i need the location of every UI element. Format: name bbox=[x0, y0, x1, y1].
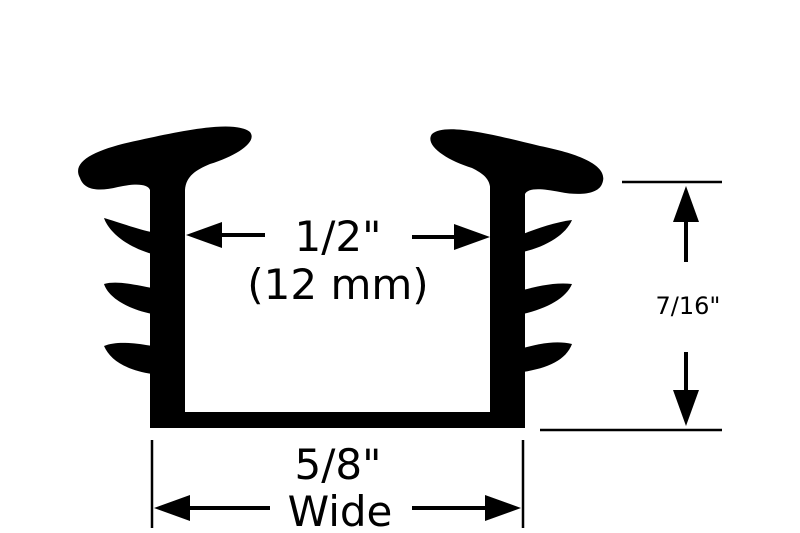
left-fin-3 bbox=[104, 342, 152, 374]
trim-profile bbox=[78, 126, 604, 428]
inner-width-metric-label: (12 mm) bbox=[247, 260, 428, 309]
left-top-lip bbox=[78, 126, 252, 190]
channel-base bbox=[150, 412, 525, 428]
outer-width-arrow-left bbox=[154, 495, 190, 521]
height-arrow-top bbox=[673, 186, 699, 222]
outer-width-dimension bbox=[150, 440, 525, 528]
inner-width-label: 1/2" bbox=[295, 212, 382, 261]
left-wall bbox=[150, 170, 185, 428]
outer-width-arrow-right bbox=[485, 495, 521, 521]
height-label: 7/16" bbox=[656, 292, 721, 320]
height-dimension bbox=[540, 180, 722, 432]
right-wall bbox=[490, 170, 525, 428]
inner-width-arrow-right bbox=[454, 224, 490, 250]
left-fin-2 bbox=[104, 282, 152, 314]
right-top-lip bbox=[430, 129, 604, 194]
left-fin-1 bbox=[104, 218, 152, 254]
right-fin-2 bbox=[523, 283, 572, 314]
outer-width-label: 5/8" bbox=[295, 440, 382, 489]
inner-width-arrow-left bbox=[186, 222, 222, 248]
right-fin-3 bbox=[523, 342, 572, 372]
outer-width-word-label: Wide bbox=[288, 487, 393, 533]
height-arrow-bottom bbox=[673, 390, 699, 426]
inner-width-dimension bbox=[186, 222, 490, 250]
right-fin-1 bbox=[523, 220, 572, 252]
